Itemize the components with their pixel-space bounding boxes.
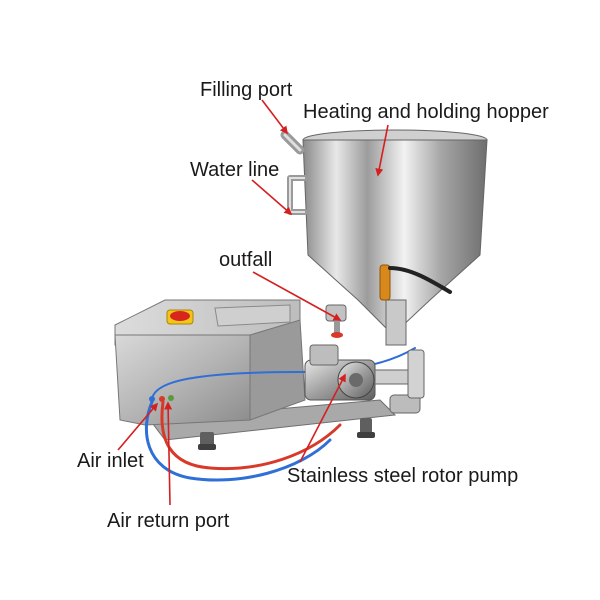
arrow-filling-port xyxy=(261,99,288,135)
air-hoses xyxy=(144,347,416,482)
base-frame xyxy=(149,399,397,450)
control-box xyxy=(114,299,306,426)
arrow-air-inlet xyxy=(117,402,159,451)
label-outfall: outfall xyxy=(219,249,273,271)
arrow-heating-hopper xyxy=(375,124,389,177)
pointer-arrows xyxy=(117,99,389,506)
label-air-return-port: Air return port xyxy=(107,510,230,532)
label-air-inlet: Air inlet xyxy=(77,450,144,472)
water-line-pipe xyxy=(287,175,308,215)
arrow-water-line xyxy=(251,179,293,216)
emergency-stop-icon xyxy=(166,309,194,325)
outfall-valve-icon xyxy=(325,304,347,338)
temperature-sensor-icon xyxy=(379,264,452,301)
heating-hopper xyxy=(302,129,488,346)
label-heating-hopper: Heating and holding hopper xyxy=(303,101,549,123)
arrow-rotor-pump xyxy=(299,373,346,463)
label-rotor-pump: Stainless steel rotor pump xyxy=(287,465,519,487)
arrow-air-return-port xyxy=(164,401,173,506)
label-filling-port: Filling port xyxy=(200,79,293,101)
label-water-line: Water line xyxy=(190,159,280,181)
arrow-outfall xyxy=(252,271,342,321)
filling-port-pipe xyxy=(280,130,305,155)
